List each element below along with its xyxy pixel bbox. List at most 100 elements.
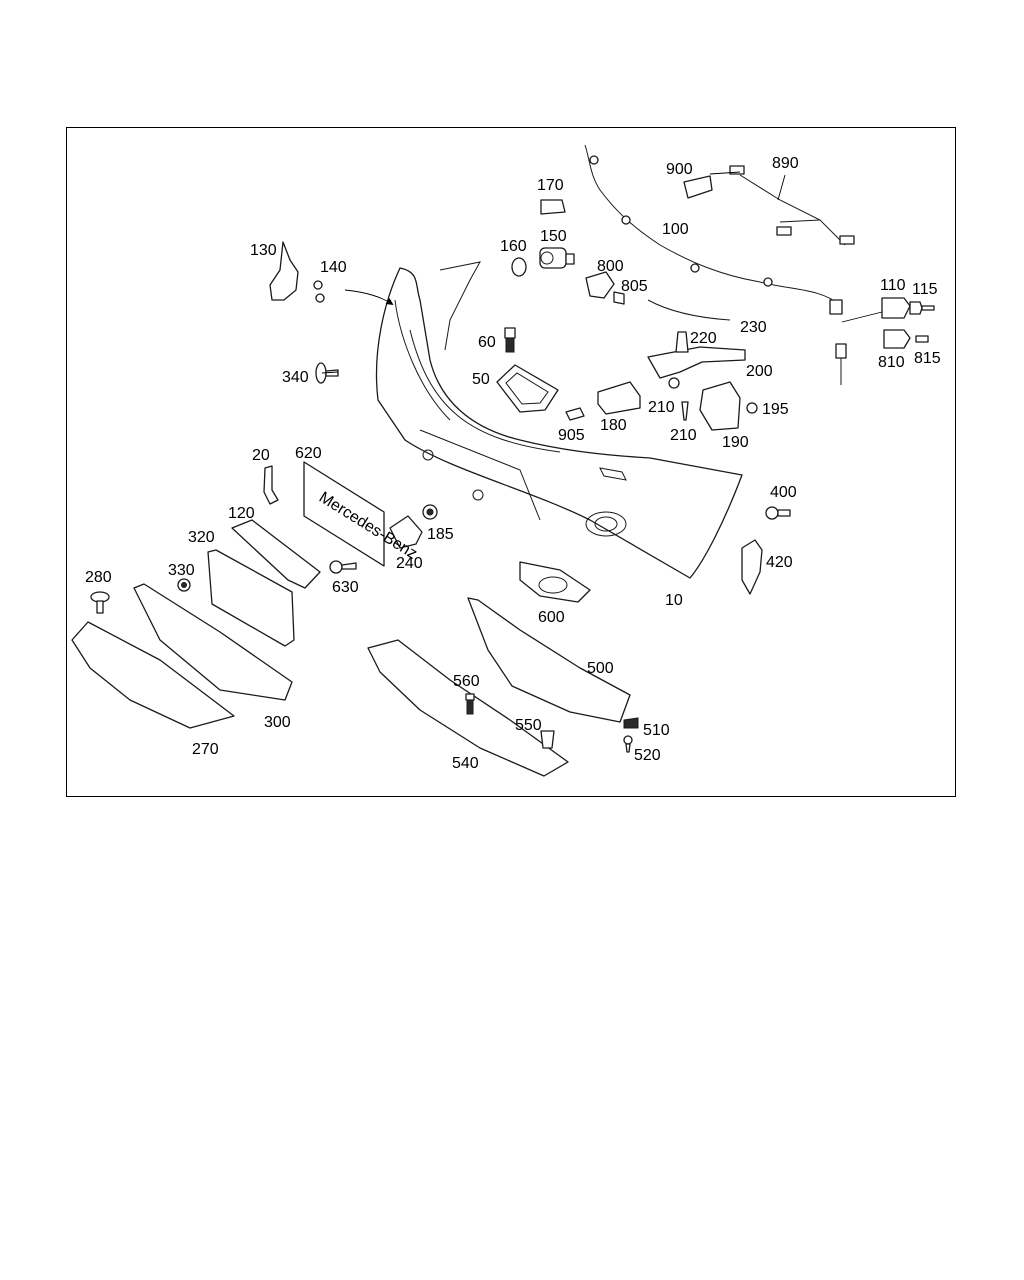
harness-connector-4: [763, 277, 773, 287]
label-150: 150: [540, 228, 567, 245]
tag-900-b: [729, 165, 745, 175]
harness-connector-2: [621, 215, 631, 225]
screw-630: [329, 560, 357, 574]
bracket-130: [269, 241, 299, 301]
screw-195: [746, 402, 758, 414]
leader-lines: [321, 171, 786, 374]
label-240: 240: [396, 555, 423, 572]
label-550: 550: [515, 717, 542, 734]
screw-520: [623, 735, 633, 753]
label-815: 815: [914, 350, 941, 367]
lower-spoiler-500: [467, 597, 631, 723]
label-520: 520: [634, 747, 661, 764]
label-200: 200: [746, 363, 773, 380]
label-800: 800: [597, 258, 624, 275]
label-900: 900: [666, 161, 693, 178]
screw-280: [90, 591, 110, 614]
screw-185: [422, 504, 438, 520]
label-600: 600: [538, 609, 565, 626]
label-300: 300: [264, 714, 291, 731]
label-420: 420: [766, 554, 793, 571]
label-160: 160: [500, 238, 527, 255]
harness-plug: [829, 299, 843, 315]
license-plate-620: Mercedes-Benz: [303, 461, 420, 567]
label-195: 195: [762, 401, 789, 418]
pin-905: [565, 407, 585, 421]
clip-550: [540, 730, 555, 749]
label-270: 270: [192, 741, 219, 758]
bolt-400: [765, 506, 791, 520]
label-510: 510: [643, 722, 670, 739]
label-115: 115: [912, 281, 938, 298]
label-140: 140: [320, 259, 347, 276]
pin-815: [915, 335, 929, 343]
label-60: 60: [478, 334, 496, 351]
cable-890-branch: [779, 219, 821, 223]
label-400: 400: [770, 484, 797, 501]
label-170: 170: [537, 177, 564, 194]
control-unit-180: [597, 381, 641, 415]
sensor-holder-50: [496, 364, 559, 413]
label-210-a: 210: [648, 399, 675, 416]
sensor-ring-160: [511, 257, 527, 277]
harness-connector-3: [690, 263, 700, 273]
part-labels: 10 20 50 60 100 110 115 120 130 140 150 …: [85, 155, 941, 772]
pin-115: [921, 305, 935, 311]
bracket-20: [263, 465, 279, 505]
nut-220: [675, 331, 689, 353]
tag-890-a: [776, 226, 792, 236]
label-180: 180: [600, 417, 627, 434]
label-185: 185: [427, 526, 454, 543]
bracket-800: [585, 271, 615, 299]
harness-connector-1: [589, 155, 599, 165]
label-220: 220: [690, 330, 717, 347]
cable-890: [739, 174, 846, 246]
label-630: 630: [332, 579, 359, 596]
clip-170: [540, 199, 566, 215]
screw-210-a: [668, 377, 680, 389]
sensor-110: [881, 297, 923, 319]
grille-insert-120: [231, 519, 321, 589]
label-50: 50: [472, 371, 490, 388]
label-890: 890: [772, 155, 799, 172]
label-190: 190: [722, 434, 749, 451]
plate-carrier-320: [207, 549, 295, 647]
sensor-810: [883, 329, 911, 349]
label-810: 810: [878, 354, 905, 371]
tag-900: [683, 175, 713, 199]
label-540: 540: [452, 755, 479, 772]
label-230: 230: [740, 319, 767, 336]
label-320: 320: [188, 529, 215, 546]
screw-330: [177, 578, 191, 592]
fog-lamp-trim-600: [519, 561, 591, 603]
bracket-420: [741, 539, 763, 595]
parking-sensor-150: [539, 247, 575, 269]
rivet-560: [465, 693, 475, 715]
label-330: 330: [168, 562, 195, 579]
label-560: 560: [453, 673, 480, 690]
label-620: 620: [295, 445, 322, 462]
label-905: 905: [558, 427, 585, 444]
bracket-200: [647, 346, 746, 379]
label-120: 120: [228, 505, 255, 522]
label-280: 280: [85, 569, 112, 586]
label-210-b: 210: [670, 427, 697, 444]
clip-510: [623, 717, 639, 729]
label-130: 130: [250, 242, 277, 259]
cable-230: [647, 299, 731, 321]
clip-140: [313, 280, 325, 303]
sensor-bracket-190: [699, 381, 741, 431]
label-340: 340: [282, 369, 309, 386]
wiring-harness-100: [584, 144, 841, 306]
clip-60: [504, 327, 516, 353]
grille-300: [133, 583, 293, 701]
screw-210-b: [681, 401, 689, 421]
lower-grille-270: [71, 621, 235, 729]
bumper-cover-10: [375, 261, 743, 579]
label-10: 10: [665, 592, 683, 609]
tag-890-b: [839, 235, 855, 245]
label-20: 20: [252, 447, 270, 464]
connector-810-lead: [835, 343, 847, 385]
clip-805: [613, 291, 625, 305]
